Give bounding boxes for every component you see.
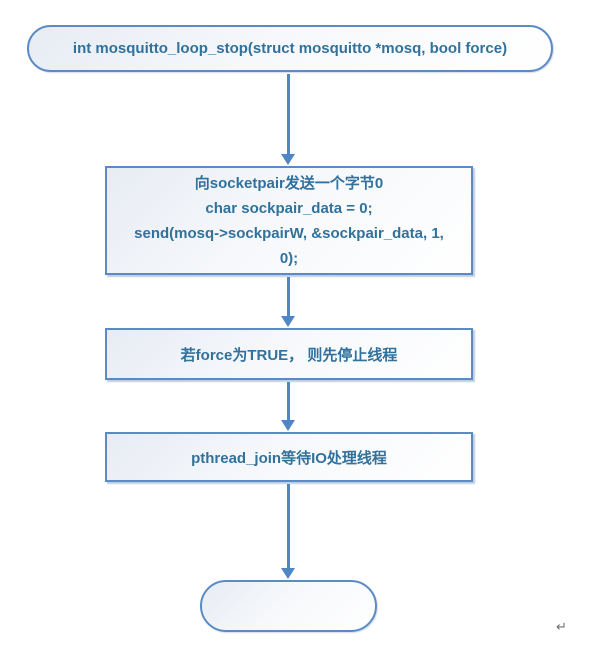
- flow-arrow-1: [281, 74, 295, 165]
- flowchart-node-end: [200, 580, 377, 632]
- force-check-label: 若force为TRUE， 则先停止线程: [180, 346, 398, 364]
- arrow-down-icon: [281, 316, 295, 327]
- arrow-down-icon: [281, 154, 295, 165]
- send-line-4: 0);: [279, 249, 299, 267]
- arrow-line: [286, 74, 290, 155]
- flowchart-node-force-check: 若force为TRUE， 则先停止线程: [105, 328, 473, 380]
- flow-arrow-2: [281, 277, 295, 327]
- paragraph-return-mark: ↵: [556, 620, 567, 635]
- flow-arrow-3: [281, 382, 295, 431]
- arrow-line: [286, 277, 290, 317]
- arrow-down-icon: [281, 420, 295, 431]
- flowchart-node-pthread-join: pthread_join等待IO处理线程: [105, 432, 473, 482]
- arrow-line: [286, 484, 290, 569]
- pthread-join-label: pthread_join等待IO处理线程: [191, 449, 387, 467]
- send-line-2: char sockpair_data = 0;: [205, 199, 373, 217]
- send-line-3: send(mosq->sockpairW, &sockpair_data, 1,: [134, 224, 444, 242]
- arrow-line: [286, 382, 290, 421]
- flow-arrow-4: [281, 484, 295, 579]
- start-label: int mosquitto_loop_stop(struct mosquitto…: [72, 40, 508, 57]
- flowchart-node-send-socketpair: 向socketpair发送一个字节0 char sockpair_data = …: [105, 166, 473, 275]
- flowchart-node-start: int mosquitto_loop_stop(struct mosquitto…: [27, 25, 553, 72]
- send-line-1: 向socketpair发送一个字节0: [194, 174, 384, 192]
- arrow-down-icon: [281, 568, 295, 579]
